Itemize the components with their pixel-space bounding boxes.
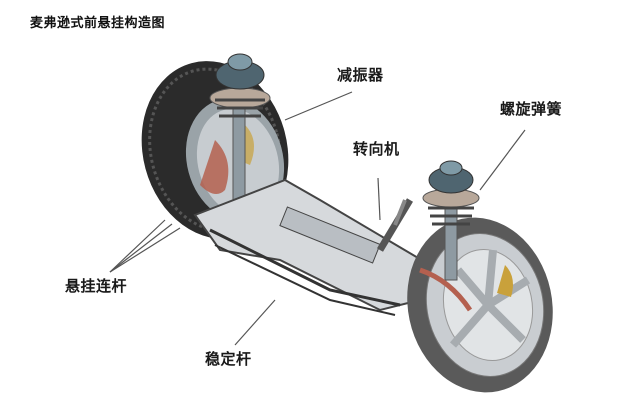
label-coil-spring: 螺旋弹簧 <box>500 100 563 118</box>
leader-coil-spring <box>479 129 526 191</box>
label-stabilizer-bar: 稳定杆 <box>205 350 252 368</box>
label-suspension-link: 悬挂连杆 <box>65 277 128 295</box>
leader-steering-gear <box>377 177 381 221</box>
leader-lines <box>109 91 526 346</box>
leader-link-3 <box>109 227 181 273</box>
label-shock-absorber: 减振器 <box>337 66 384 84</box>
diagram-title: 麦弗逊式前悬挂构造图 <box>30 16 166 31</box>
right-strut <box>419 160 480 312</box>
steering-rack <box>279 198 414 264</box>
label-steering-gear: 转向机 <box>353 140 400 158</box>
right-wheel <box>407 217 553 393</box>
subframe <box>193 178 432 316</box>
leader-stabilizer-bar <box>234 299 276 346</box>
leader-shock-absorber <box>284 91 353 121</box>
leader-link-2 <box>109 223 173 273</box>
leader-link-1 <box>109 219 166 273</box>
